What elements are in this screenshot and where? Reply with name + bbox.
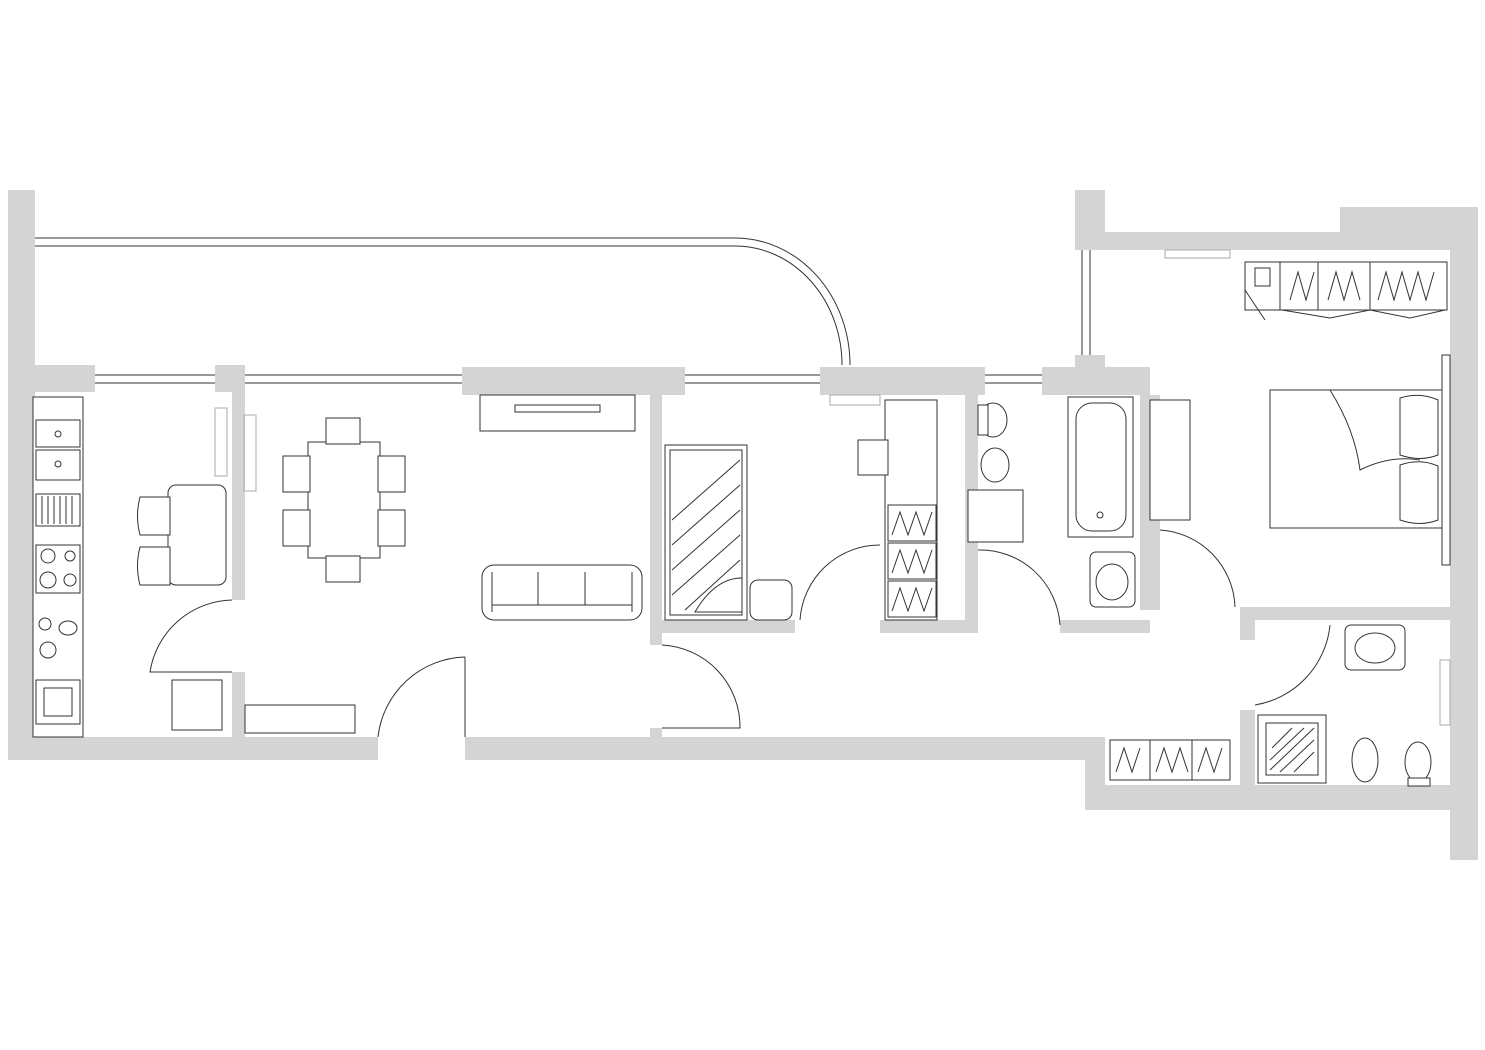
windows: [95, 250, 1091, 384]
balcony-railing: [35, 237, 851, 366]
study-desk: [857, 399, 938, 621]
radiators: [214, 249, 1451, 726]
double-bed: [1269, 354, 1451, 566]
doors: [149, 529, 1331, 738]
bathroom-1-fixtures: [967, 396, 1191, 608]
hall-wardrobe: [1109, 739, 1231, 781]
dining-table: [244, 417, 406, 734]
wardrobe: [1244, 261, 1448, 321]
kitchen-counter: [32, 396, 84, 738]
living-furniture: [479, 394, 643, 621]
bathroom-2-fixtures: [1257, 624, 1432, 787]
single-bed: [664, 444, 793, 621]
walls: [8, 190, 1478, 860]
kitchen-table: [137, 484, 227, 731]
